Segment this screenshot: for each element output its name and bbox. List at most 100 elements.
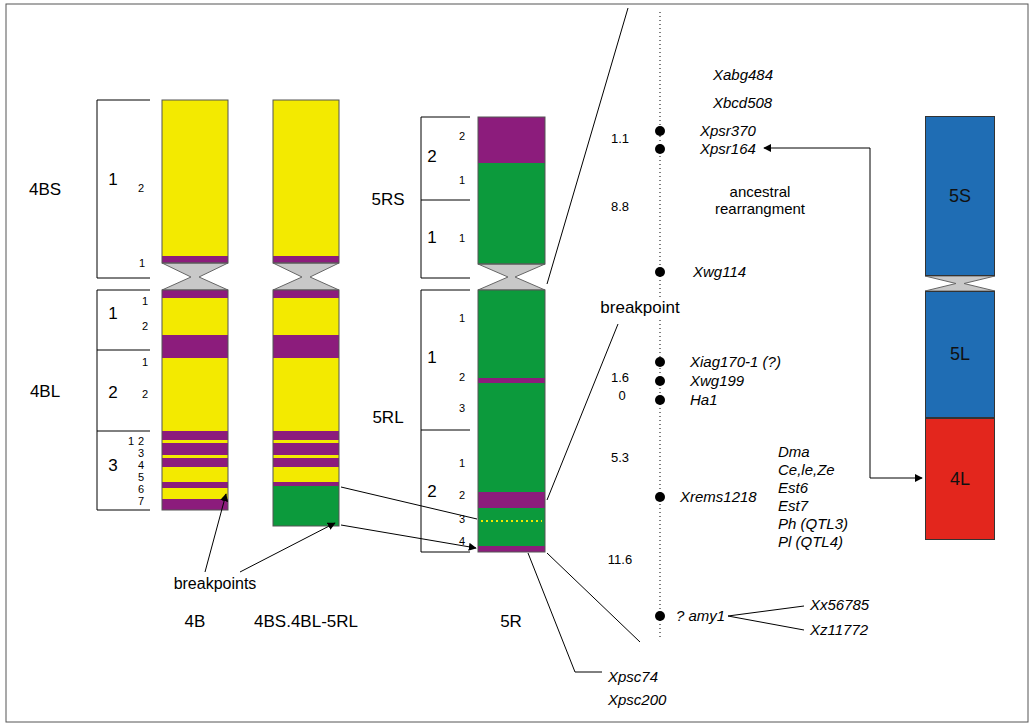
band-number: 6 — [138, 483, 144, 495]
band-number: 2 — [459, 130, 465, 142]
chromosome-bands — [162, 290, 228, 510]
leader-line — [547, 553, 640, 642]
label-anchor: 2 — [459, 489, 465, 501]
label-anchor: Dma — [778, 444, 810, 461]
segment-label: 4L — [950, 469, 970, 490]
label-anchor: 1 — [459, 457, 465, 469]
chromosome-bands — [478, 378, 545, 383]
label-anchor: 1 — [139, 257, 145, 269]
label-anchor: 2 — [142, 388, 148, 400]
chromosome-label: 4B — [185, 613, 206, 632]
marker-name: Ha1 — [690, 392, 718, 409]
leader-line — [240, 523, 335, 572]
chromosome-bands — [478, 546, 545, 552]
band-number: 2 — [459, 489, 465, 501]
label-anchor: Xiag170-1 (?) — [690, 354, 781, 371]
band-number: 2 — [459, 371, 465, 383]
region-number: 1 — [108, 171, 117, 190]
leader-line — [205, 494, 226, 572]
marker-dot — [655, 395, 665, 405]
chromosome-segment: 4L — [925, 418, 995, 540]
band-number: 1 — [142, 356, 148, 368]
leader-line — [341, 487, 477, 519]
label-anchor: Xwg199 — [690, 373, 744, 390]
chromosome-label: 4BS.4BL-5RL — [254, 613, 358, 632]
marker-name: Est7 — [778, 498, 808, 515]
label-anchor: Xpsr370 — [700, 123, 756, 140]
marker-dot — [655, 144, 665, 154]
chromosome-label: 5R — [500, 613, 522, 632]
chromosome-bands — [162, 488, 228, 499]
label-anchor: Xwg114 — [693, 264, 746, 281]
chromosome-bands — [162, 256, 228, 263]
label-anchor: 11.6 — [608, 553, 632, 567]
band-number: 3 — [459, 402, 465, 414]
label-anchor: 2 — [138, 182, 144, 194]
region-bracket — [421, 117, 470, 552]
chromosome-bands — [273, 486, 339, 526]
label-anchor: 1 — [459, 232, 465, 244]
chromosome-segment: 5S — [925, 116, 995, 276]
label-anchor: 2 — [427, 483, 436, 502]
label-anchor: 4BS — [29, 181, 61, 200]
chromosome-bands — [481, 520, 542, 522]
label-anchor: ? amy1 — [676, 608, 725, 625]
band-number: 1 — [142, 295, 148, 307]
chromosome-bands — [273, 290, 339, 526]
label-anchor: 1 — [128, 435, 134, 447]
marker-dot — [655, 357, 665, 367]
marker-name: ? amy1 — [676, 608, 725, 625]
label-anchor: 2 — [459, 371, 465, 383]
marker-name: Xwg199 — [690, 373, 744, 390]
region-number: 2 — [427, 483, 436, 502]
label-anchor: breakpoint — [597, 299, 682, 318]
chromosome-bands — [162, 100, 228, 256]
label-anchor: 1.1 — [611, 132, 629, 146]
chromosome-bands — [478, 508, 545, 546]
chromosome-bands — [273, 290, 339, 526]
label-anchor: 1 — [459, 174, 465, 186]
chromosome-bands — [478, 117, 545, 264]
band-number: 4 — [138, 459, 144, 471]
breakpoint-label: breakpoint — [597, 299, 682, 318]
chromosome-bands — [478, 117, 545, 552]
label-anchor: Ph (QTL3) — [778, 516, 848, 533]
label-anchor: Xbcd508 — [713, 95, 772, 112]
marker-name: Xpsc74 — [608, 669, 658, 686]
band-number: 1 — [139, 257, 145, 269]
band-number: 3 — [459, 513, 465, 525]
label-anchor: 1 — [108, 305, 117, 324]
label-anchor: Xz11772 — [810, 622, 868, 639]
marker-name: Xwg114 — [693, 264, 746, 281]
label-anchor: 4 — [138, 459, 144, 471]
label-anchor: Ce,le,Ze — [778, 462, 835, 479]
breakpoint-label: breakpoints — [174, 575, 257, 593]
chromosome-bands — [162, 431, 228, 440]
label-anchor: Xpsc74 — [608, 669, 658, 686]
label-anchor: 2 — [427, 148, 436, 167]
chromosome-bands — [273, 100, 339, 482]
label-anchor: 1 — [427, 229, 436, 248]
chromosome-segment: 5L — [925, 291, 995, 418]
label-anchor: Xx56785 — [810, 597, 869, 614]
chromosome-bands — [162, 458, 228, 467]
band-number: 1 — [459, 174, 465, 186]
chromosome-bands — [478, 290, 545, 378]
band-number: 4 — [459, 535, 465, 547]
label-anchor: 5R — [500, 613, 522, 632]
chromosome-bands — [162, 298, 228, 335]
marker-name: Xpsc200 — [608, 692, 666, 709]
marker-dot — [655, 492, 665, 502]
chromosome-bands — [162, 290, 228, 298]
chromosome-bands — [162, 263, 228, 290]
distance-cm: 5.3 — [611, 451, 629, 465]
label-anchor: 7 — [138, 495, 144, 507]
chromosome-bands — [478, 492, 545, 508]
label-anchor: 1.6 — [611, 371, 629, 385]
marker-dot — [655, 267, 665, 277]
marker-name: Xiag170-1 (?) — [690, 354, 781, 371]
map-axis — [660, 12, 661, 640]
label-anchor: Est6 — [778, 480, 808, 497]
label-anchor: 2 — [459, 130, 465, 142]
label-anchor: 2 — [138, 435, 144, 447]
